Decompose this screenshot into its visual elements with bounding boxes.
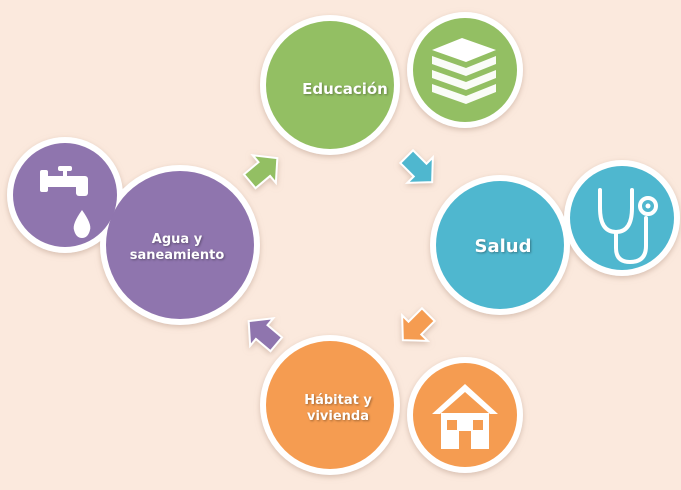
arrow-salud-to-habitat bbox=[401, 306, 437, 342]
node-salud bbox=[430, 160, 680, 315]
books-icon bbox=[432, 38, 496, 104]
stethoscope-icon bbox=[598, 188, 658, 265]
faucet-drop-icon bbox=[40, 166, 91, 238]
arrow-agua-to-educacion bbox=[242, 153, 279, 190]
node-educacion bbox=[260, 12, 523, 155]
arrow-habitat-to-agua bbox=[247, 316, 284, 353]
node-habitat bbox=[260, 335, 523, 475]
arrow-educacion-to-salud bbox=[398, 148, 434, 184]
house-icon bbox=[432, 384, 498, 449]
node-agua bbox=[7, 137, 260, 325]
